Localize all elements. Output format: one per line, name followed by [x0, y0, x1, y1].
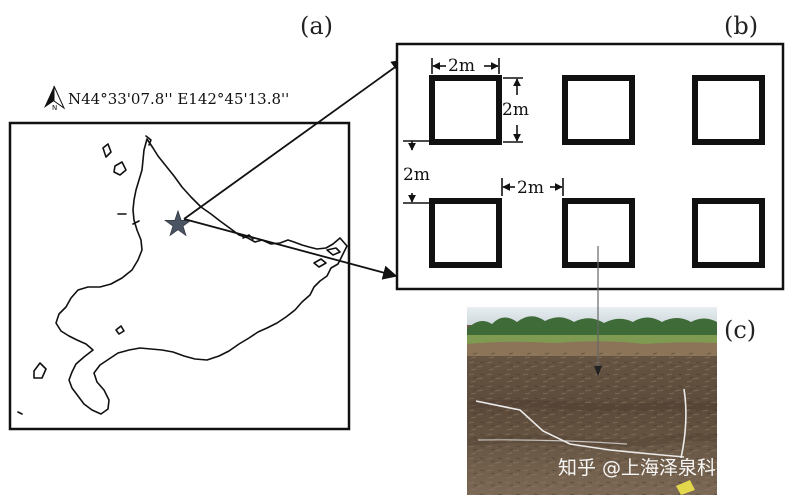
plot-square-4 [429, 198, 502, 268]
dimension-column-gap [501, 178, 564, 196]
watermark-text: 知乎 @上海泽泉科技 [558, 457, 735, 479]
connector-arrow-lower [183, 218, 398, 280]
photo-pointer-arrowhead [594, 366, 602, 376]
plot-square-2 [562, 75, 635, 145]
column-gap-label: 2m [517, 178, 544, 198]
plot-square-1 [429, 75, 502, 145]
plot-height-label: 2m [502, 100, 529, 120]
panel-label-b: (b) [724, 12, 758, 40]
plot-layout-frame [395, 42, 785, 291]
dimension-plot-width [431, 58, 500, 74]
map-frame [8, 121, 351, 431]
north-letter: N [52, 104, 57, 112]
field-photo [467, 307, 718, 495]
hokkaido-outline [17, 135, 348, 415]
coordinates-label: N44°33'07.8'' E142°45'13.8'' [68, 90, 289, 108]
panel-label-a: (a) [300, 12, 333, 40]
connector-arrow-upper [183, 59, 407, 220]
dimension-row-gap [403, 140, 429, 204]
plot-square-3 [692, 75, 765, 145]
plot-width-label: 2m [448, 56, 475, 76]
row-gap-label: 2m [403, 165, 430, 185]
plot-square-6 [692, 198, 765, 268]
dimension-plot-height [503, 77, 523, 143]
panel-label-c: (c) [724, 316, 756, 344]
north-arrow-icon: N [44, 85, 66, 112]
